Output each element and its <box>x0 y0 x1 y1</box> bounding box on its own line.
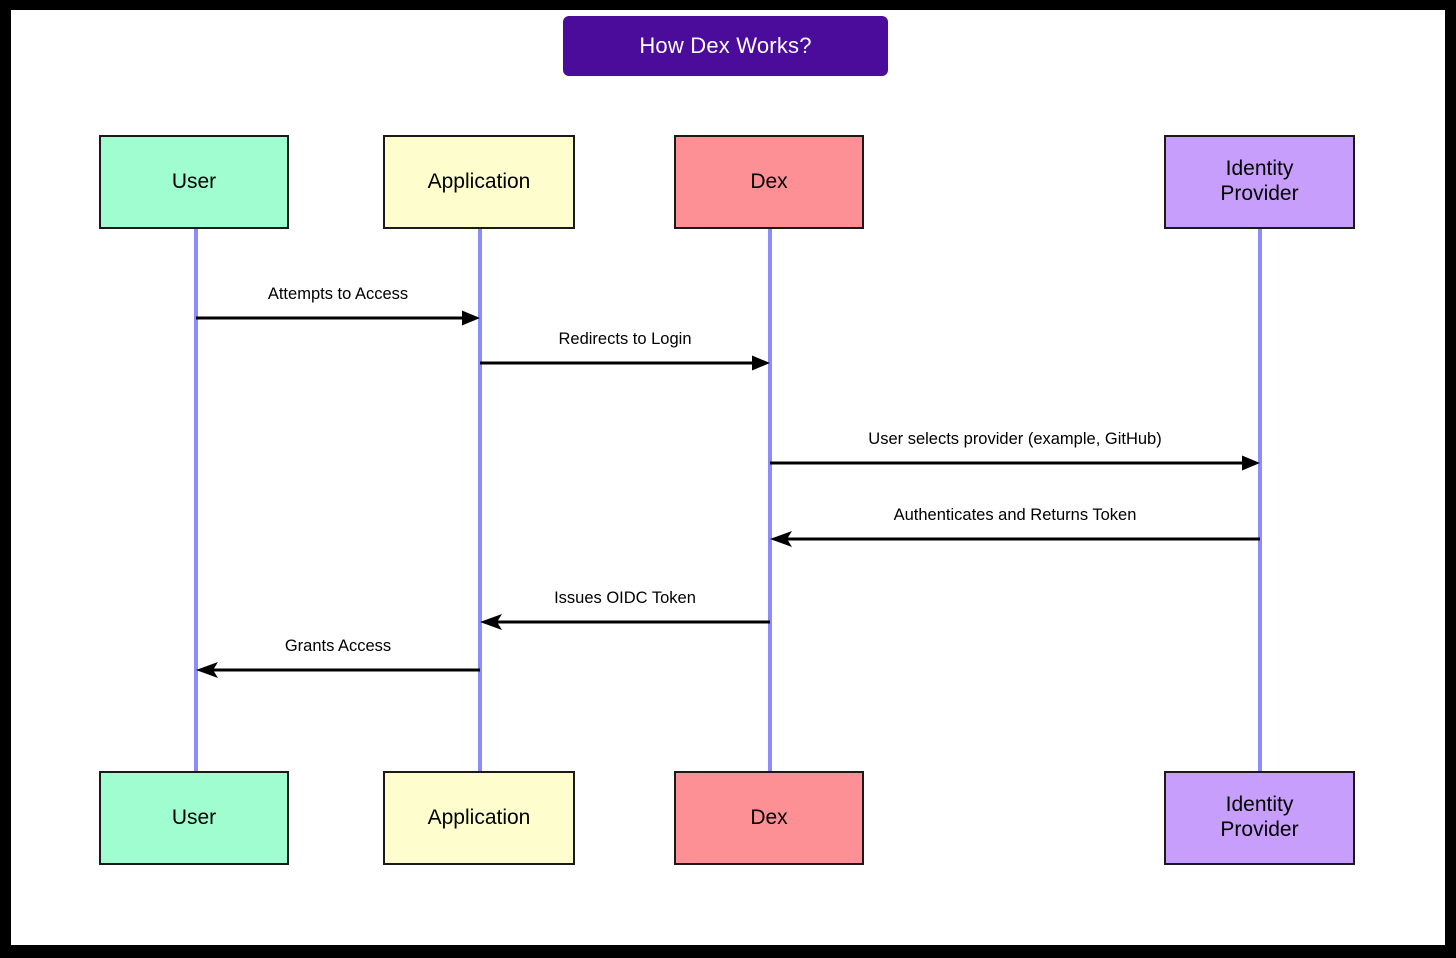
participant-box-application-top[interactable]: Application <box>383 135 575 229</box>
participant-box-application-bottom[interactable]: Application <box>383 771 575 865</box>
message-user-selects-provider: User selects provider (example, GitHub) <box>770 429 1260 475</box>
message-label-issues-oidc-token: Issues OIDC Token <box>554 589 696 607</box>
message-arrow-issues-oidc-token <box>480 610 770 634</box>
message-arrow-user-selects-provider <box>770 451 1260 475</box>
message-label-attempts-to-access: Attempts to Access <box>267 285 409 303</box>
message-label-authenticates-and-returns-token: Authenticates and Returns Token <box>893 506 1137 524</box>
lifeline-identity-provider <box>1258 229 1262 775</box>
participant-label-dex-bottom: Dex <box>750 805 788 829</box>
lifeline-user <box>194 229 198 775</box>
participant-box-identity-provider-top[interactable]: Identity Provider <box>1164 135 1355 229</box>
participant-label-identity-provider-bottom: Identity Provider <box>1220 793 1299 841</box>
participant-box-user-bottom[interactable]: User <box>99 771 289 865</box>
message-arrow-attempts-to-access <box>196 306 480 330</box>
participant-box-identity-provider-bottom[interactable]: Identity Provider <box>1164 771 1355 865</box>
lifeline-application <box>478 229 482 775</box>
message-redirects-to-login: Redirects to Login <box>480 329 770 375</box>
message-label-user-selects-provider: User selects provider (example, GitHub) <box>868 430 1162 448</box>
participant-label-identity-provider-top: Identity Provider <box>1220 157 1299 205</box>
diagram-title-banner: How Dex Works? <box>563 16 888 76</box>
message-arrow-grants-access <box>196 658 480 682</box>
diagram-canvas: How Dex Works? User Application Dex Iden… <box>11 10 1445 945</box>
participant-label-application-top: Application <box>427 169 531 193</box>
message-attempts-to-access: Attempts to Access <box>196 284 480 330</box>
participant-label-user-bottom: User <box>171 805 217 829</box>
lifeline-dex <box>768 229 772 775</box>
message-authenticates-and-returns-token: Authenticates and Returns Token <box>770 505 1260 551</box>
participant-label-dex-top: Dex <box>750 169 788 193</box>
message-label-grants-access: Grants Access <box>284 637 392 655</box>
participant-box-dex-bottom[interactable]: Dex <box>674 771 864 865</box>
participant-label-user-top: User <box>171 169 217 193</box>
message-arrow-redirects-to-login <box>480 351 770 375</box>
message-label-redirects-to-login: Redirects to Login <box>558 330 692 348</box>
message-issues-oidc-token: Issues OIDC Token <box>480 588 770 634</box>
participant-label-application-bottom: Application <box>427 805 531 829</box>
participant-box-dex-top[interactable]: Dex <box>674 135 864 229</box>
diagram-title-text: How Dex Works? <box>639 33 812 58</box>
message-grants-access: Grants Access <box>196 636 480 682</box>
participant-box-user-top[interactable]: User <box>99 135 289 229</box>
message-arrow-authenticates-and-returns-token <box>770 527 1260 551</box>
